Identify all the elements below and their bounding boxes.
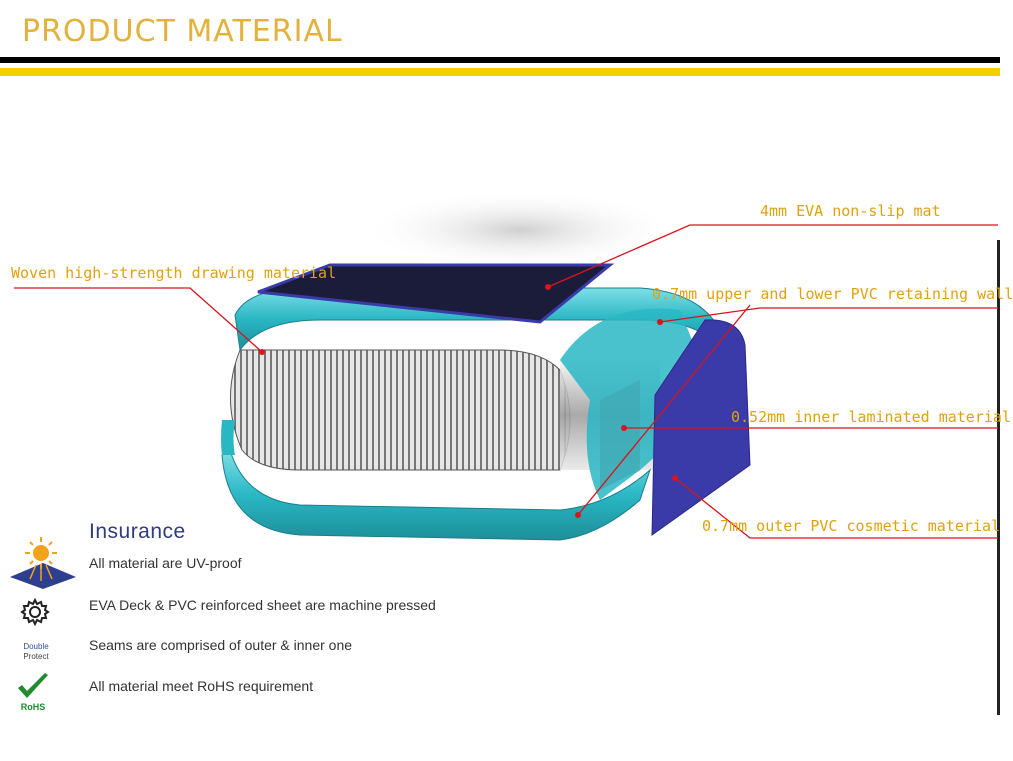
- header-divider-black: [0, 57, 1000, 63]
- double-label: Double: [23, 642, 49, 651]
- leader-dots: [259, 284, 678, 518]
- leader-woven: [14, 287, 263, 353]
- callout-woven: Woven high-strength drawing material: [11, 264, 337, 282]
- leader-pvc-wall-lower: [577, 304, 751, 516]
- double-protect-icon: Double Protect: [14, 642, 58, 662]
- callout-pvc-wall: 0.7mm upper and lower PVC retaining wall: [652, 285, 1013, 303]
- callout-outer-pvc: 0.7mm outer PVC cosmetic material: [702, 517, 1001, 535]
- rohs-check-icon: [18, 673, 48, 698]
- leader-eva: [547, 224, 998, 288]
- page-title: PRODUCT MATERIAL: [22, 14, 343, 49]
- shadow: [360, 190, 680, 270]
- insurance-item-seams: Seams are comprised of outer & inner one: [89, 637, 353, 653]
- insurance-item-rohs: All material meet RoHS requirement: [89, 678, 314, 694]
- right-border: [997, 240, 1000, 715]
- header-divider-yellow: [0, 68, 1000, 76]
- protect-label: Protect: [23, 652, 49, 661]
- insurance-item-uv: All material are UV-proof: [89, 555, 242, 571]
- lower-pvc-wall: [221, 449, 652, 541]
- side-wall: [221, 420, 235, 455]
- callout-eva-mat: 4mm EVA non-slip mat: [760, 202, 941, 220]
- front-pvc-wall: [560, 308, 700, 500]
- gear-icon: [20, 597, 50, 627]
- callout-inner-laminated: 0.52mm inner laminated material: [731, 408, 1011, 426]
- leader-pvc-wall: [659, 307, 998, 323]
- leader-lines: [14, 224, 998, 539]
- leader-outer: [674, 477, 998, 539]
- insurance-item-machine-pressed: EVA Deck & PVC reinforced sheet are mach…: [89, 597, 436, 613]
- rohs-label: RoHS: [20, 702, 46, 712]
- eva-mat: [257, 263, 615, 324]
- insurance-title: Insurance: [89, 520, 186, 543]
- drawstitch-core: [229, 349, 571, 471]
- sun-icon: [10, 537, 76, 589]
